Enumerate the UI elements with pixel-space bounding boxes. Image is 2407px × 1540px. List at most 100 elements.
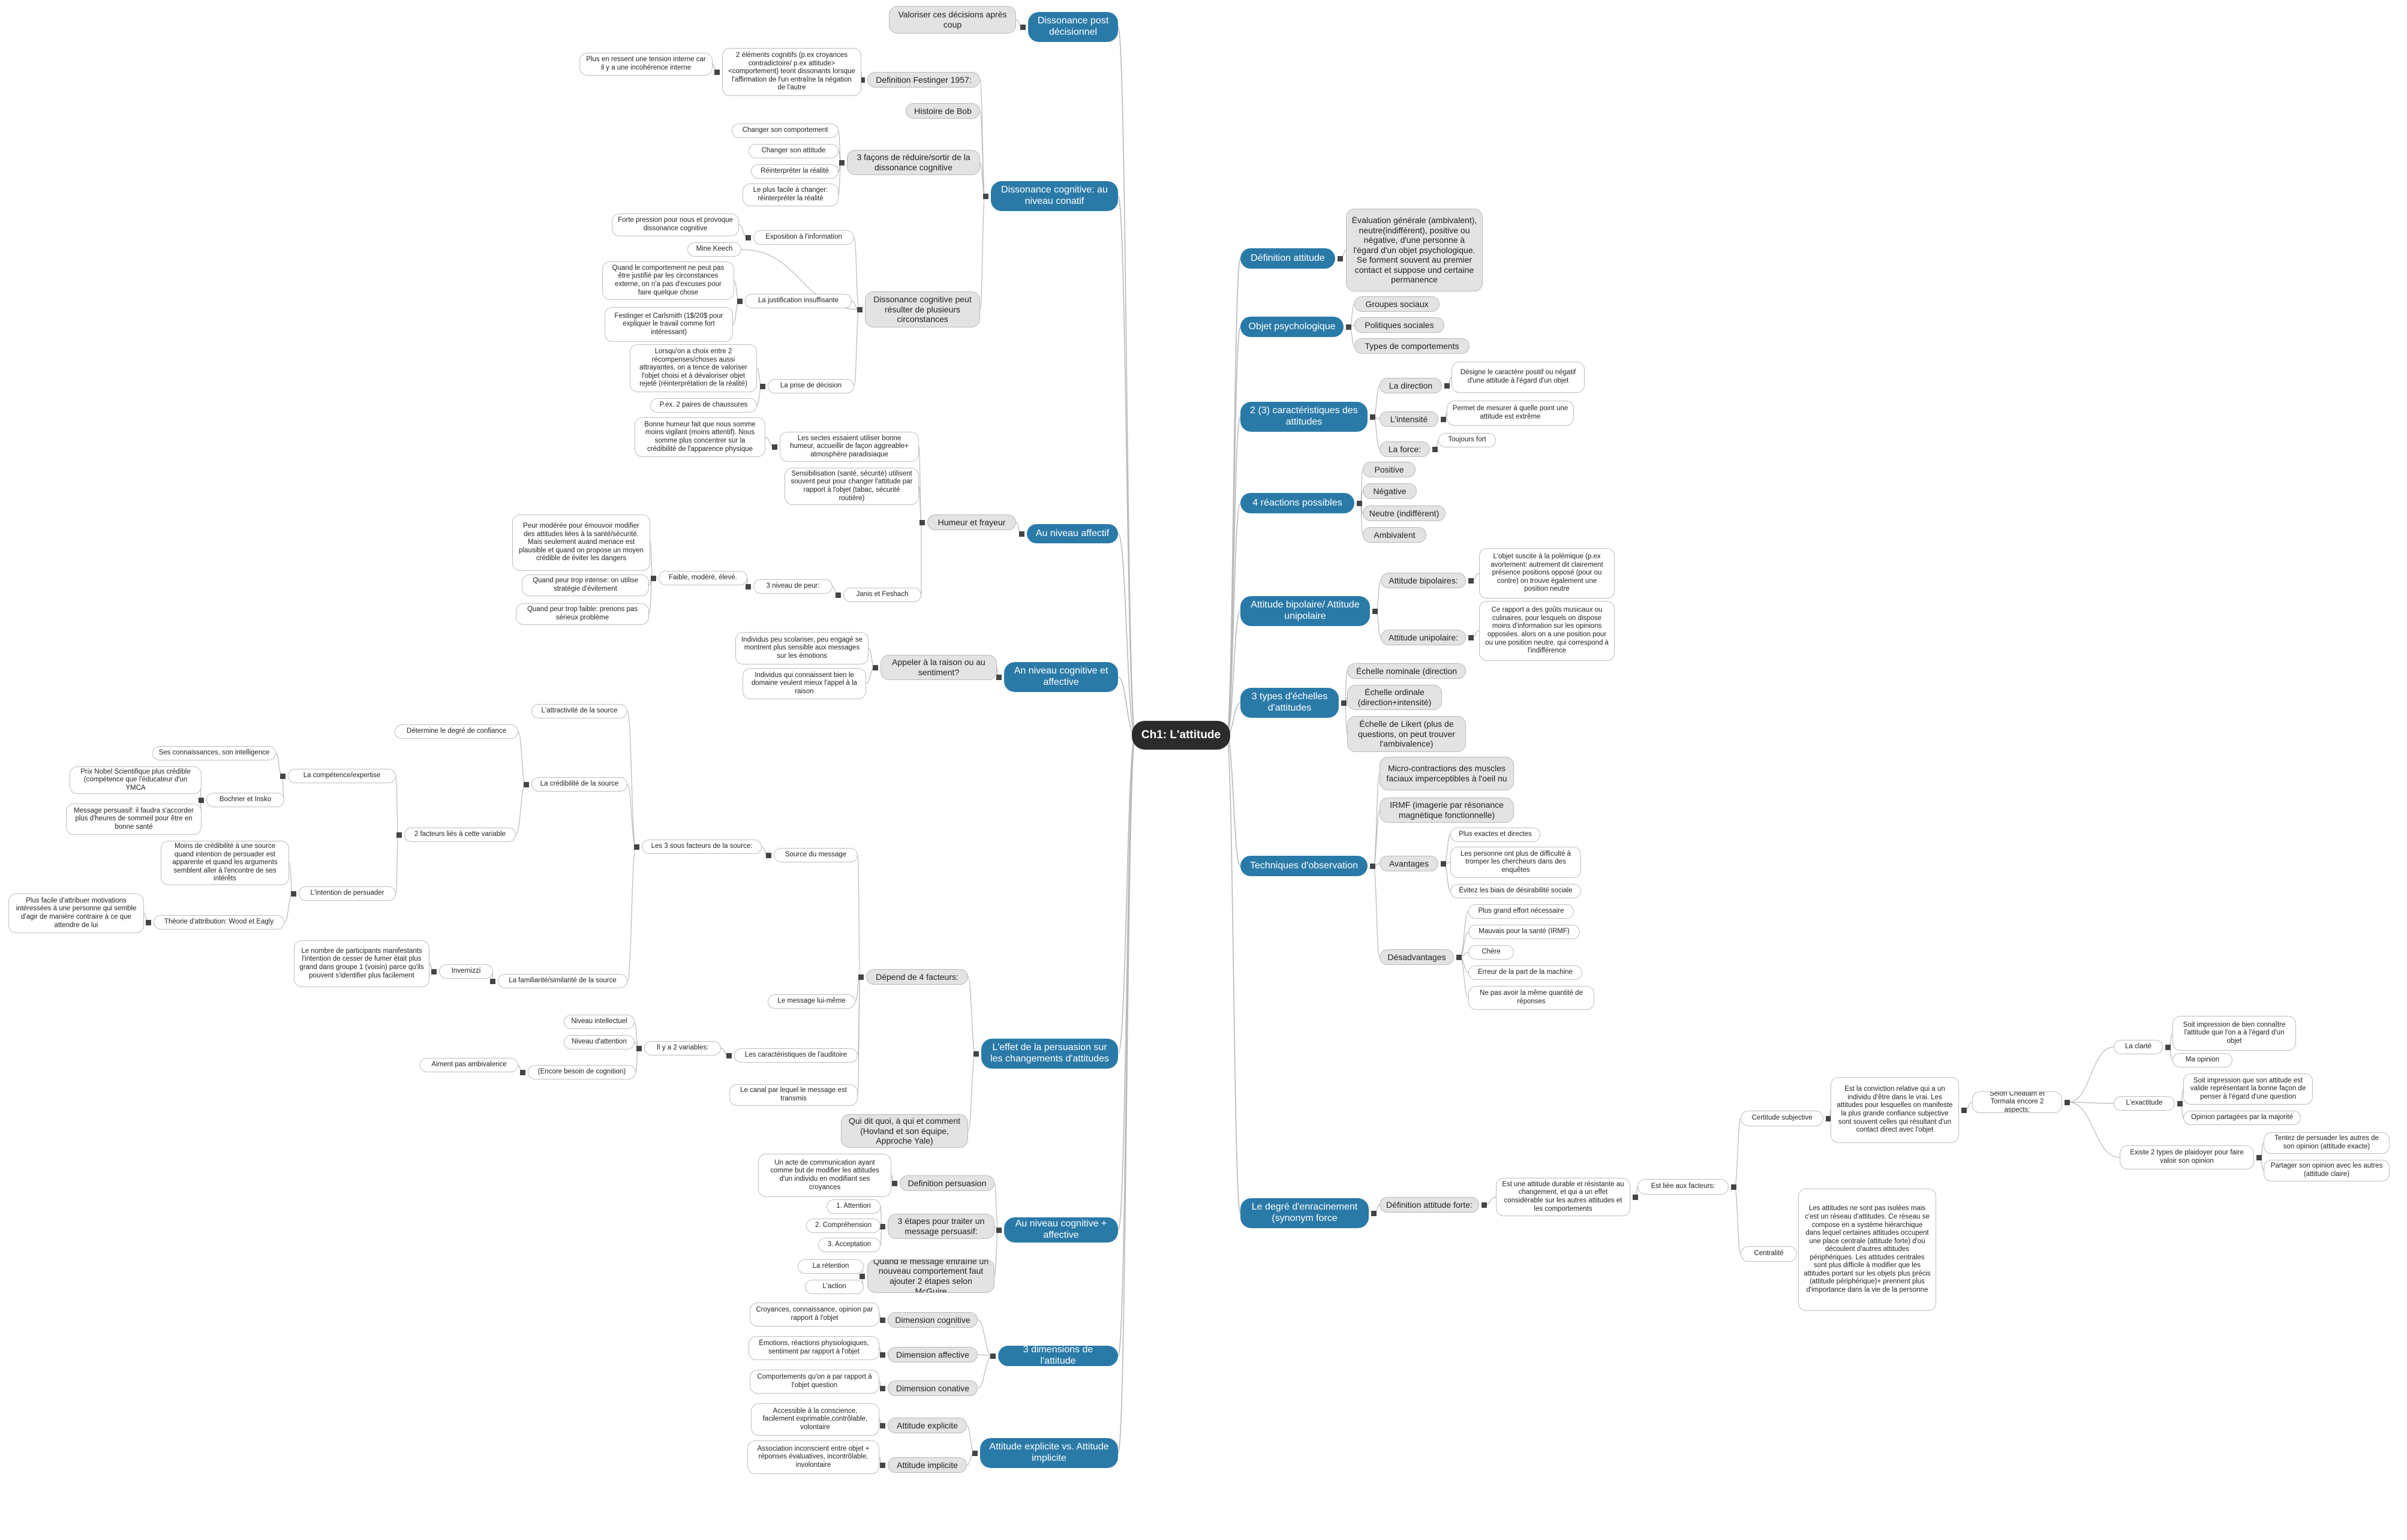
collapse-toggle-icon[interactable]: [880, 1352, 885, 1358]
topic-plus-grand-effort-necessaire[interactable]: Plus grand effort nécessaire: [1468, 904, 1574, 919]
topic-erreur-de-la-part-de[interactable]: Erreur de la part de la machine: [1468, 965, 1582, 980]
topic-le-canal-par-lequel-le[interactable]: Le canal par lequel le message est trans…: [729, 1084, 858, 1106]
topic-4-reactions-possibles[interactable]: 4 réactions possibles: [1240, 493, 1354, 513]
topic-la-force[interactable]: La force:: [1380, 441, 1430, 457]
topic-l-objet-suscite-a-la[interactable]: L'objet suscite à la polémique (p.ex avo…: [1479, 548, 1615, 598]
collapse-toggle-icon[interactable]: [1432, 446, 1438, 452]
topic-quand-le-message-entraine-un[interactable]: Quand le message entraîne un nouveau com…: [867, 1259, 994, 1293]
topic-croyances-connaissance-opinion-par-rapport[interactable]: Croyances, connaissance, opinion par rap…: [750, 1303, 879, 1327]
topic-changer-son-attitude[interactable]: Changer son attitude: [749, 144, 839, 158]
collapse-toggle-icon[interactable]: [857, 306, 863, 312]
topic-dimension-cognitive[interactable]: Dimension cognitive: [888, 1312, 978, 1328]
topic-aiment-pas-ambivalence[interactable]: Aiment pas ambivalence: [420, 1058, 518, 1072]
topic-techniques-d-observation[interactable]: Techniques d'observation: [1240, 856, 1368, 876]
topic-la-justification-insuffisante[interactable]: La justification insuffisante: [745, 294, 852, 308]
collapse-toggle-icon[interactable]: [880, 1462, 885, 1468]
collapse-toggle-icon[interactable]: [880, 1422, 885, 1428]
collapse-toggle-icon[interactable]: [1482, 1202, 1487, 1208]
collapse-toggle-icon[interactable]: [634, 844, 639, 850]
topic-l-intensite[interactable]: L'intensité: [1380, 411, 1438, 427]
collapse-toggle-icon[interactable]: [1346, 324, 1351, 330]
collapse-toggle-icon[interactable]: [1341, 700, 1347, 706]
topic-l-exactitude[interactable]: L'exactitude: [2114, 1096, 2175, 1111]
collapse-toggle-icon[interactable]: [880, 1385, 885, 1391]
collapse-toggle-icon[interactable]: [860, 77, 865, 83]
topic-la-competence-expertise[interactable]: La compétence/expertise: [288, 769, 396, 783]
collapse-toggle-icon[interactable]: [858, 974, 864, 980]
topic-existe-2-types-de-plaidoyer[interactable]: Existe 2 types de plaidoyer pour faire v…: [2120, 1145, 2254, 1169]
collapse-toggle-icon[interactable]: [2177, 1100, 2183, 1106]
topic-echelle-ordinale-direction-intensite[interactable]: Échelle ordinale (direction+intensité): [1347, 685, 1442, 710]
topic-2-3-caracteristiques-des-attitudes[interactable]: 2 (3) caractéristiques des attitudes: [1240, 402, 1368, 432]
topic-3-etapes-pour-traiter-un[interactable]: 3 étapes pour traiter un message persuas…: [888, 1214, 994, 1239]
topic-an-niveau-cognitive-et-affective[interactable]: An niveau cognitive et affective: [1004, 662, 1118, 692]
collapse-toggle-icon[interactable]: [766, 852, 771, 858]
collapse-toggle-icon[interactable]: [1371, 1210, 1377, 1216]
topic-avantages[interactable]: Avantages: [1380, 856, 1438, 871]
topic-3-types-d-echelles-d[interactable]: 3 types d'échelles d'attitudes: [1240, 688, 1339, 718]
topic-politiques-sociales[interactable]: Politiques sociales: [1354, 317, 1444, 333]
collapse-toggle-icon[interactable]: [880, 1223, 885, 1229]
collapse-toggle-icon[interactable]: [714, 69, 720, 75]
topic-echelle-de-likert-plus-de[interactable]: Échelle de Likert (plus de questions, on…: [1347, 716, 1466, 752]
collapse-toggle-icon[interactable]: [860, 1273, 865, 1279]
topic-definition-festinger-1957[interactable]: Definition Festinger 1957:: [867, 72, 980, 88]
topic-la-familiarite-similarite-de-la[interactable]: La familiarité/similarité de la source: [498, 974, 627, 988]
topic-certitude-subjective[interactable]: Certitude subjective: [1741, 1111, 1823, 1126]
topic-p-ex-2-paires-de[interactable]: P.ex. 2 paires de chaussures: [650, 398, 757, 413]
collapse-toggle-icon[interactable]: [1370, 414, 1375, 420]
collapse-toggle-icon[interactable]: [746, 583, 751, 589]
collapse-toggle-icon[interactable]: [2256, 1154, 2262, 1160]
topic-la-retention[interactable]: La rétention: [798, 1259, 864, 1274]
topic-plus-exactes-et-directes[interactable]: Plus exactes et directes: [1450, 828, 1540, 842]
topic-il-y-a-2-variables[interactable]: Il y a 2 variables:: [644, 1041, 721, 1055]
topic-les-sectes-essaient-utiliser-bonne[interactable]: Les sectes essaient utiliser bonne humeu…: [780, 432, 919, 462]
topic-moins-de-credibilite-a-une[interactable]: Moins de crédibilité à une source quand …: [161, 841, 289, 885]
topic-invernizzi[interactable]: Invernizzi: [439, 964, 493, 979]
collapse-toggle-icon[interactable]: [836, 592, 841, 598]
topic-soit-impression-de-bien-connaitre[interactable]: Soit impression de bien connaître l'atti…: [2172, 1016, 2296, 1051]
collapse-toggle-icon[interactable]: [839, 160, 845, 166]
topic-types-de-comportements[interactable]: Types de comportements: [1354, 338, 1470, 354]
topic-bonne-humeur-fait-que-nous[interactable]: Bonne humeur fait que nous somme moins v…: [635, 417, 765, 457]
topic-le-degre-d-enracinement-synonym[interactable]: Le degré d'enracinement (synonym force: [1240, 1198, 1369, 1228]
topic-definition-attitude-forte[interactable]: Définition attitude forte:: [1380, 1197, 1479, 1213]
topic-attitude-explicite[interactable]: Attitude explicite: [888, 1418, 967, 1433]
topic-designe-le-caractere-positif-ou[interactable]: Désigne le caractère positif ou négatif …: [1452, 362, 1585, 393]
topic-attitude-bipolaire-attitude-unipolaire[interactable]: Attitude bipolaire/ Attitude unipolaire: [1240, 596, 1370, 626]
topic-quand-peur-trop-faible-prenons[interactable]: Quand peur trop faible: prenons pas séri…: [516, 603, 649, 625]
collapse-toggle-icon[interactable]: [431, 968, 437, 974]
topic-les-caracteristiques-de-l-auditoire[interactable]: Les caractéristiques de l'auditoire: [734, 1048, 858, 1063]
topic-appeler-a-la-raison-ou[interactable]: Appeler à la raison ou au sentiment?: [881, 655, 997, 680]
topic-attitude-unipolaire[interactable]: Attitude unipolaire:: [1381, 630, 1466, 645]
topic-emotions-reactions-physiologiques-sentiment-par[interactable]: Émotions, réactions physiologiques, sent…: [749, 1336, 879, 1360]
topic-determine-le-degre-de-confiance[interactable]: Détermine le degré de confiance: [395, 724, 518, 739]
topic-permet-de-mesurer-a-quelle[interactable]: Permet de mesurer à quelle point une att…: [1447, 401, 1574, 426]
topic-dissonance-cognitive-au-niveau-conatif[interactable]: Dissonance cognitive: au niveau conatif: [991, 181, 1118, 211]
topic-selon-cheatam-et-tormala-encore[interactable]: Selon Cheatam et Tormala encore 2 aspect…: [1972, 1091, 2062, 1113]
collapse-toggle-icon[interactable]: [651, 575, 656, 581]
topic-prix-nobel-scientifique-plus-credible[interactable]: Prix Nobel Scientifique plus crédible (c…: [70, 766, 202, 794]
collapse-toggle-icon[interactable]: [772, 444, 777, 450]
collapse-toggle-icon[interactable]: [520, 1069, 525, 1075]
collapse-toggle-icon[interactable]: [1357, 500, 1362, 506]
topic-encore-besoin-de-cognition[interactable]: (Encore besoin de cognition): [528, 1065, 636, 1079]
topic-au-niveau-cognitive-affective[interactable]: Au niveau cognitive + affective: [1004, 1217, 1118, 1243]
collapse-toggle-icon[interactable]: [1456, 954, 1462, 960]
collapse-toggle-icon[interactable]: [280, 773, 286, 779]
collapse-toggle-icon[interactable]: [636, 1045, 642, 1051]
collapse-toggle-icon[interactable]: [746, 234, 751, 240]
topic-au-niveau-affectif[interactable]: Au niveau affectif: [1027, 524, 1118, 543]
topic-depend-de-4-facteurs[interactable]: Dépend de 4 facteurs:: [866, 969, 968, 985]
collapse-toggle-icon[interactable]: [1961, 1107, 1967, 1113]
topic-3-facons-de-reduire-sortir[interactable]: 3 façons de réduire/sortir de la dissona…: [847, 150, 980, 175]
collapse-toggle-icon[interactable]: [396, 832, 402, 838]
collapse-toggle-icon[interactable]: [1826, 1115, 1831, 1121]
topic-janis-et-feshach[interactable]: Janis et Feshach: [843, 588, 921, 602]
collapse-toggle-icon[interactable]: [760, 383, 765, 389]
topic-centralite[interactable]: Centralité: [1741, 1246, 1797, 1262]
topic-ses-connaissances-son-intelligence[interactable]: Ses connaissances, son intelligence: [152, 746, 276, 760]
topic-faible-modere-eleve[interactable]: Faible, modéré, élevé.: [659, 571, 747, 585]
collapse-toggle-icon[interactable]: [1019, 531, 1024, 537]
collapse-toggle-icon[interactable]: [1020, 24, 1026, 30]
